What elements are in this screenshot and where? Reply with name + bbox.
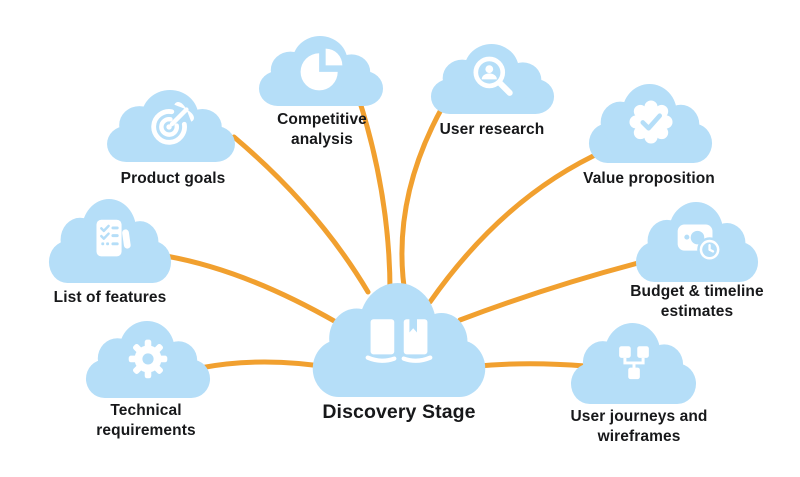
wallet-clock-icon <box>677 224 722 263</box>
node-value-proposition <box>587 84 714 163</box>
connector-budget-timeline-estimates <box>457 259 645 323</box>
label-discovery-stage: Discovery Stage <box>322 401 476 423</box>
node-user-journeys-wireframes <box>569 323 698 404</box>
label-user-research: User research <box>439 121 545 138</box>
connector-product-goals <box>231 134 371 295</box>
sitemap-icon <box>618 346 649 380</box>
connector-competitive-analysis <box>355 93 393 301</box>
node-list-of-features <box>47 199 173 283</box>
label-competitive-analysis: Competitive analysis <box>277 111 367 148</box>
node-budget-timeline-estimates <box>634 202 760 282</box>
user-search-icon <box>473 56 513 96</box>
wallet-clock-icon <box>668 211 726 269</box>
node-product-goals <box>105 90 237 162</box>
node-user-research <box>429 44 556 114</box>
target-arrow-icon <box>151 101 195 145</box>
connector-value-proposition <box>427 147 609 305</box>
verified-badge-icon <box>628 100 673 144</box>
node-discovery-stage <box>310 283 488 397</box>
connector-list-of-features <box>163 253 339 325</box>
gear-icon <box>128 339 168 379</box>
label-budget-timeline-estimates: Budget & timeline estimates <box>630 283 764 320</box>
node-competitive-analysis <box>257 36 385 106</box>
pie-chart-icon <box>300 48 343 91</box>
label-user-journeys-wireframes: User journeys and wireframes <box>570 408 708 445</box>
label-list-of-features: List of features <box>53 289 167 306</box>
label-product-goals: Product goals <box>120 170 226 187</box>
label-value-proposition: Value proposition <box>583 170 715 187</box>
open-book-icon <box>365 318 433 364</box>
connector-user-research <box>399 103 446 303</box>
label-technical-requirements: Technical requirements <box>96 402 196 439</box>
node-technical-requirements <box>84 321 212 398</box>
checklist-icon <box>96 220 131 257</box>
